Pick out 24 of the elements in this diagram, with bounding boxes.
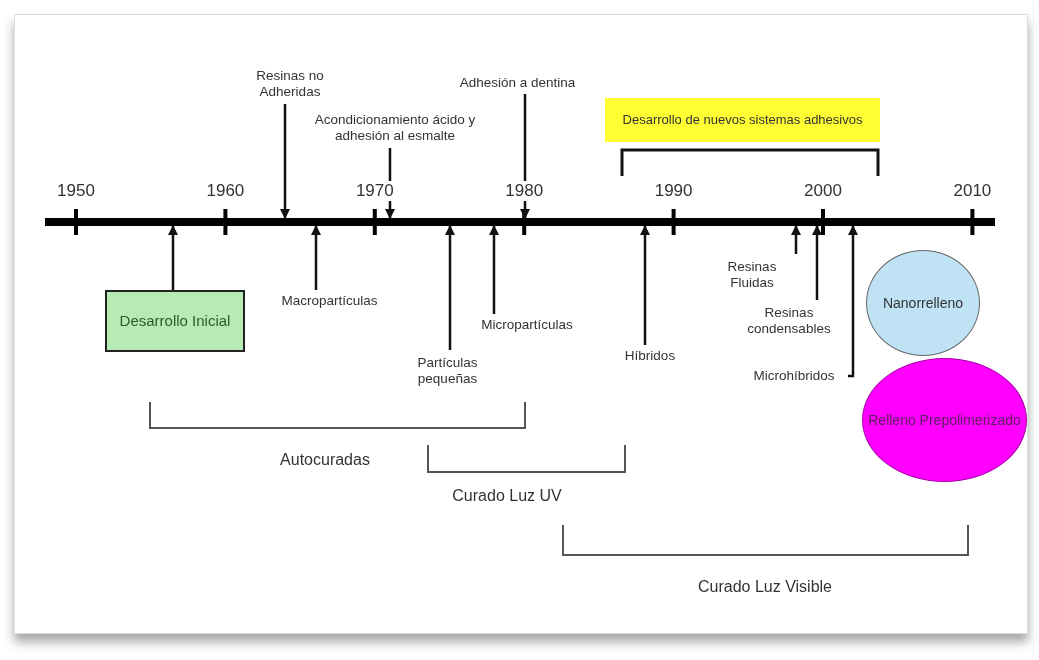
arrow bbox=[311, 225, 321, 290]
event-label: Macropartículas bbox=[262, 290, 397, 312]
event-label: Partículas pequeñas bbox=[395, 350, 500, 392]
arrow bbox=[280, 104, 290, 219]
arrow bbox=[791, 225, 801, 254]
event-label: Híbridos bbox=[612, 345, 688, 367]
arrow bbox=[640, 225, 650, 345]
event-label: Resinas no Adheridas bbox=[235, 64, 345, 104]
event-label: Adhesión a dentina bbox=[435, 72, 600, 94]
event-label: Micropartículas bbox=[452, 314, 602, 336]
event-label: Acondicionamiento ácido y adhesión al esmalte bbox=[300, 108, 490, 148]
stage-box: Desarrollo Inicial bbox=[105, 290, 245, 352]
event-label: Resinas Fluidas bbox=[705, 254, 799, 296]
year-label: 1970 bbox=[354, 181, 395, 201]
year-label: 1980 bbox=[504, 181, 545, 201]
highlight-box: Desarrollo de nuevos sistemas adhesivos bbox=[605, 98, 880, 142]
event-label: Resinas condensables bbox=[722, 300, 856, 342]
arrow bbox=[445, 225, 455, 350]
event-label: Microhíbridos bbox=[740, 365, 848, 387]
arrow bbox=[848, 225, 858, 378]
arrow bbox=[168, 225, 178, 290]
arrow bbox=[489, 225, 499, 314]
arrow bbox=[812, 225, 822, 300]
timeline-axis bbox=[45, 218, 995, 226]
